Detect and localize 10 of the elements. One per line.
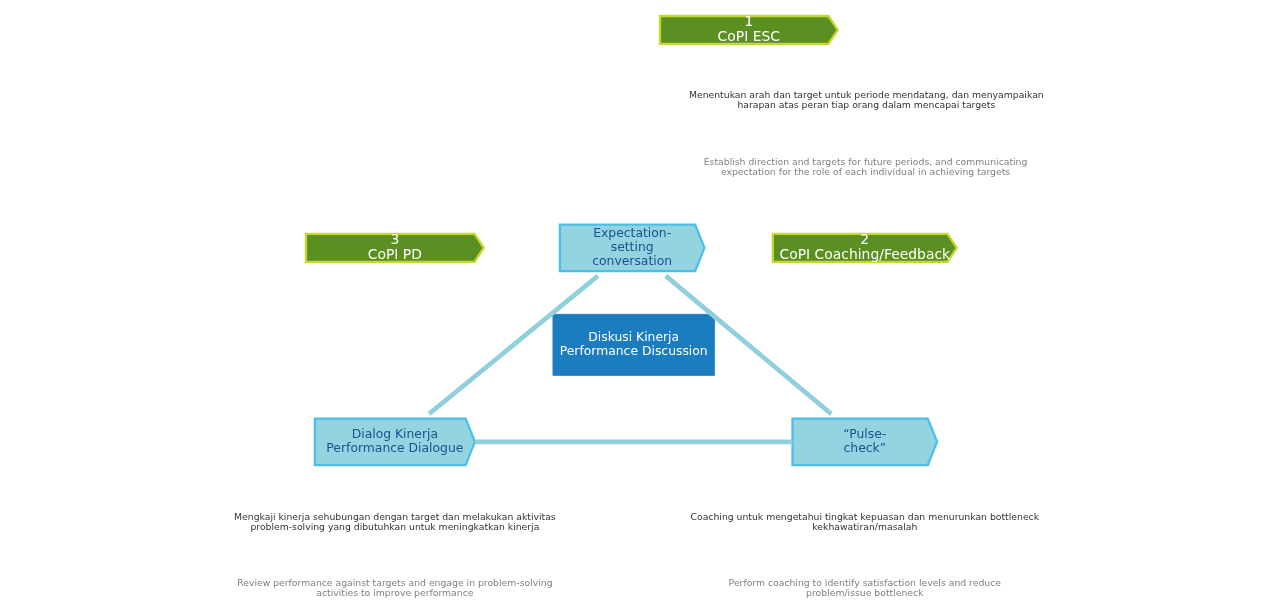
label: Perform coaching to identify satisfaction levels and reduce problem/issue bottleneck: [728, 577, 1001, 599]
connector: [474, 439, 793, 445]
label: Establish direction and targets for future periods, and communicating expectation for the role of each individual in achieving targets: [703, 155, 1028, 177]
label: Coaching untuk mengetahui tingkat kepuasan dan menurunkan bottleneck kekhawatiran/masalah: [690, 510, 1040, 532]
label: Mengkaji kinerja sehubungan dengan target dan melakukan aktivitas problem-solving yang dibutuhkan untuk meningkatkan kinerja: [234, 510, 556, 532]
connector: [427, 274, 600, 416]
connector: [664, 274, 833, 416]
node-box: Diskusi Kinerja Performance Discussion: [552, 313, 715, 376]
label: Menentukan arah dan target untuk periode mendatang, dan menyampaikan harapan atas peran tiap orang dalam mencapai targets: [688, 89, 1044, 111]
label: Review performance against targets and engage in problem-solving activities to improve performance: [237, 577, 553, 599]
